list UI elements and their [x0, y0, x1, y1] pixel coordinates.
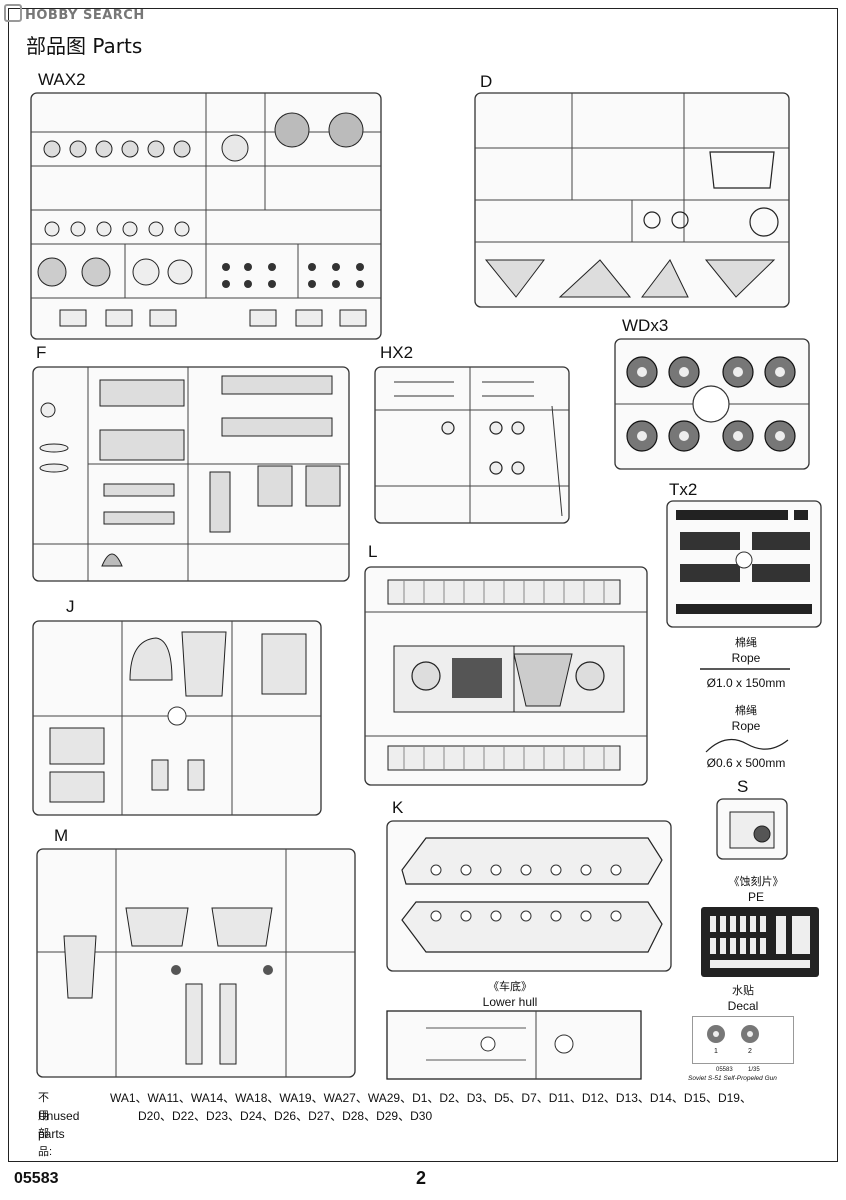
page-number: 2: [416, 1168, 427, 1188]
page-title: 部品图 Parts: [26, 34, 143, 58]
sprue-label-d: D: [480, 72, 493, 91]
page-frame: [8, 8, 838, 1162]
sprue-wax2-drawing: [30, 92, 382, 340]
sprue-label-wdx3: WDx3: [622, 316, 669, 335]
sprue-label-s: S: [737, 777, 749, 796]
unused-list-line2: D20、D22、D23、D24、D26、D27、D28、D29、D30: [138, 1109, 433, 1123]
product-code: 05583: [14, 1170, 59, 1187]
rope-1-drawing: [700, 668, 790, 670]
decal-name: Soviet S-51 Self-Propeled Gun: [688, 1075, 777, 1082]
unused-list-line1: WA1、WA11、WA14、WA18、WA19、WA27、WA29、D1、D2、…: [110, 1091, 752, 1105]
decal-number-1: 1: [714, 1048, 718, 1055]
sprue-label-f: F: [36, 343, 47, 362]
sprue-label-m: M: [54, 826, 69, 845]
rope-1-caption: 棉绳 Rope Ø1.0 x 150mm: [706, 637, 786, 690]
sprue-label-wax2: WAX2: [38, 70, 86, 89]
hobby-search-logo-icon: [4, 4, 22, 22]
rope-2-drawing: [705, 738, 789, 753]
pe-caption: 《蚀刻片》 PE: [728, 876, 784, 904]
sprue-label-hx2: HX2: [380, 343, 414, 362]
sprue-l-drawing: [364, 566, 648, 786]
sprue-label-j: J: [66, 597, 75, 616]
watermark: HOBBY SEARCH: [4, 4, 145, 23]
sprue-m-drawing: [36, 848, 356, 1078]
sprue-f-drawing: [32, 366, 350, 582]
sprue-label-l: L: [368, 542, 378, 561]
sprue-label-k: K: [392, 798, 404, 817]
decal-scale: 1/35: [748, 1067, 760, 1073]
sprue-k-drawing: [386, 820, 672, 972]
decal-number-2: 2: [748, 1048, 752, 1055]
lower-hull-drawing: [386, 1010, 642, 1080]
sprue-s-drawing: [716, 798, 788, 860]
decal-code: 05583: [716, 1067, 733, 1073]
sprue-wdx3-drawing: [614, 338, 810, 470]
lower-hull-caption: 《车底》 Lower hull: [482, 981, 538, 1009]
sprue-hx2-drawing: [374, 366, 570, 524]
sprue-label-tx2: Tx2: [669, 480, 698, 499]
sprue-tx2-drawing: [666, 500, 822, 628]
sprue-d-drawing: [474, 92, 790, 308]
decal-caption: 水贴 Decal: [727, 985, 759, 1013]
pe-fret-drawing: [701, 907, 819, 977]
unused-label-en: Unused parts: [38, 1109, 80, 1141]
sprue-j-drawing: [32, 620, 322, 816]
unused-label-cn: 不用部品:: [38, 1092, 53, 1158]
decal-sheet-drawing: [692, 1016, 794, 1064]
rope-2-caption: 棉绳 Rope Ø0.6 x 500mm: [706, 705, 786, 770]
